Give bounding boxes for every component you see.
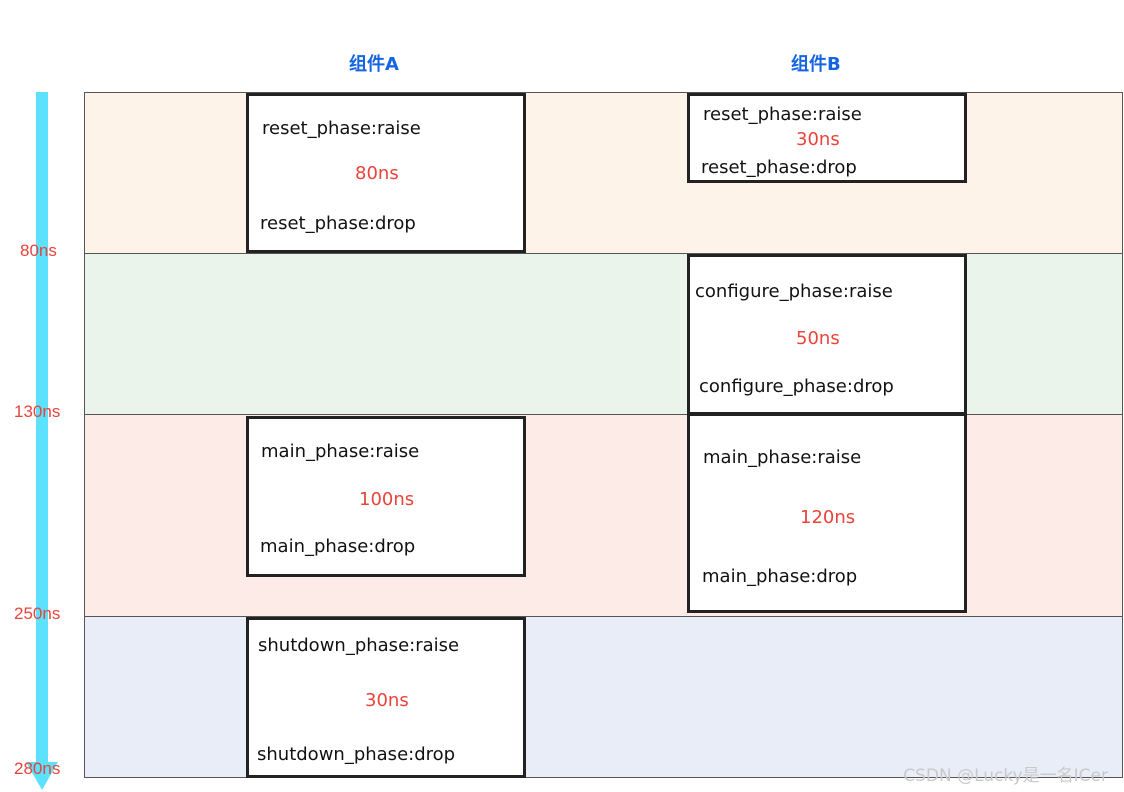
configure-phase-band [84,253,1123,415]
component-a-main-duration: 100ns [359,489,415,510]
csdn-watermark: CSDN @Lucky是一名ICer [903,766,1108,786]
component-b-reset-duration: 30ns [796,129,840,150]
component-a-reset-drop: reset_phase:drop [260,213,416,234]
component-b-reset-raise: reset_phase:raise [703,104,862,125]
timeline-label-130ns: 130ns [14,402,61,421]
component-b-configure-box: configure_phase:raise 50ns configure_pha… [687,254,967,415]
component-a-shutdown-raise: shutdown_phase:raise [258,635,460,656]
timeline-label-80ns: 80ns [20,241,57,260]
shutdown-phase-band [84,616,1123,778]
timeline-label-280ns: 280ns [14,759,61,778]
timeline-arrow-head [26,762,58,790]
component-a-main-box: main_phase:raise 100ns main_phase:drop [246,416,526,577]
component-b-main-drop: main_phase:drop [702,566,858,587]
component-a-main-drop: main_phase:drop [260,536,416,557]
component-a-shutdown-duration: 30ns [365,690,409,711]
main-phase-band [84,414,1123,617]
component-b-title: 组件B [791,54,841,75]
component-b-configure-raise: configure_phase:raise [695,281,893,302]
component-b-configure-drop: configure_phase:drop [699,376,894,397]
timeline-label-250ns: 250ns [14,604,61,623]
component-a-main-raise: main_phase:raise [261,441,420,462]
component-a-reset-duration: 80ns [355,163,399,184]
component-a-reset-box: reset_phase:raise 80ns reset_phase:drop [246,93,526,253]
component-a-title: 组件A [349,54,399,75]
component-b-reset-box: reset_phase:raise 30ns reset_phase:drop [687,93,967,183]
component-b-configure-duration: 50ns [796,328,840,349]
component-b-main-raise: main_phase:raise [703,447,862,468]
component-a-shutdown-box: shutdown_phase:raise 30ns shutdown_phase… [246,617,526,778]
component-b-reset-drop: reset_phase:drop [701,157,857,178]
component-a-shutdown-drop: shutdown_phase:drop [257,744,456,765]
component-a-reset-raise: reset_phase:raise [262,118,421,139]
component-b-main-duration: 120ns [800,507,856,528]
reset-phase-band [84,92,1123,254]
component-b-main-box: main_phase:raise 120ns main_phase:drop [687,413,967,613]
timeline-arrow-shaft [36,92,48,764]
